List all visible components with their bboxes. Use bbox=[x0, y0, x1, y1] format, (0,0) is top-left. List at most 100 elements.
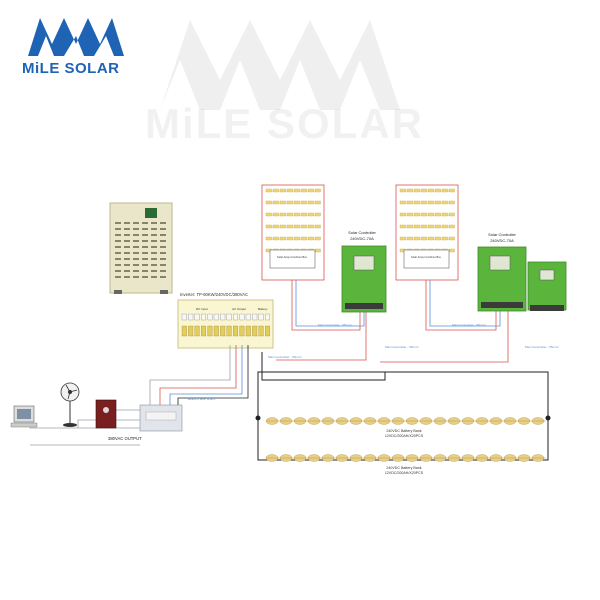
cabinet-vent bbox=[124, 252, 130, 254]
cabinet-vent bbox=[133, 246, 139, 248]
controller-2-label-line1: Solar Controller bbox=[488, 232, 516, 237]
solar-panel bbox=[300, 224, 307, 229]
solar-panel bbox=[272, 200, 279, 205]
terminal-bottom bbox=[245, 325, 251, 337]
terminal-bottom bbox=[233, 325, 238, 337]
dc-input-label: DC Input bbox=[196, 307, 208, 311]
cabinet-vent bbox=[160, 246, 166, 248]
solar-panel bbox=[441, 236, 448, 241]
cabinet-vent bbox=[142, 264, 148, 266]
cabinet-vent bbox=[124, 276, 130, 278]
solar-panel bbox=[293, 236, 300, 241]
terminal-top bbox=[207, 313, 213, 321]
solar-panel bbox=[286, 236, 293, 241]
cabinet-vent bbox=[124, 258, 130, 260]
battery-bank-1-line2: 12VDC/200AH/X20PCS bbox=[385, 434, 424, 438]
cabinet-vent bbox=[115, 252, 121, 254]
cabinet-vent bbox=[124, 270, 130, 272]
solar-panel bbox=[272, 236, 279, 241]
cabinet-vent bbox=[151, 252, 157, 254]
cabinet-vent bbox=[133, 234, 139, 236]
solar-panel bbox=[307, 224, 314, 229]
cabinet-vent bbox=[151, 228, 157, 230]
terminal-bottom bbox=[239, 325, 245, 337]
cabinet-vent bbox=[160, 264, 166, 266]
brand-name: MiLE SOLAR bbox=[22, 60, 120, 77]
combiner-label-2: Solar Array Combiner Box bbox=[411, 255, 442, 259]
cabinet-vent bbox=[115, 276, 121, 278]
solar-panel bbox=[413, 188, 420, 193]
solar-panel bbox=[406, 224, 413, 229]
solar-panel bbox=[265, 212, 272, 217]
terminal-bottom bbox=[226, 325, 232, 337]
cabinet-vent bbox=[160, 252, 166, 254]
solar-panel bbox=[427, 212, 434, 217]
terminal-bottom bbox=[252, 325, 258, 337]
terminal-bottom bbox=[181, 325, 187, 337]
solar-panel bbox=[293, 188, 300, 193]
solar-panel bbox=[300, 236, 307, 241]
terminal-bottom bbox=[207, 325, 213, 337]
cabinet-vent bbox=[142, 252, 148, 254]
solar-panel bbox=[265, 188, 272, 193]
wire-label-main-2: Main transmitter - 95mm² bbox=[385, 345, 419, 349]
cabinet-vent bbox=[151, 246, 157, 248]
solar-array-2: Solar Array Combiner Box bbox=[395, 184, 459, 281]
solar-panel bbox=[420, 224, 427, 229]
cabinet-vent bbox=[124, 222, 130, 224]
solar-panel bbox=[279, 188, 286, 193]
solar-controller-2: Solar Controller 240VDC-70A bbox=[477, 232, 567, 312]
cabinet-vent bbox=[151, 222, 157, 224]
terminal-top bbox=[239, 313, 245, 321]
terminal-top bbox=[213, 313, 219, 321]
controller-2-label-line2: 240VDC-70A bbox=[490, 238, 514, 243]
cabinet-vent bbox=[115, 222, 121, 224]
solar-panel bbox=[279, 236, 286, 241]
cabinet-vent bbox=[115, 264, 121, 266]
terminal-top bbox=[201, 313, 206, 321]
cabinet-vent bbox=[151, 270, 157, 272]
solar-panel bbox=[307, 200, 314, 205]
solar-panel bbox=[399, 200, 406, 205]
cabinet-vent bbox=[115, 240, 121, 242]
solar-panel bbox=[448, 236, 455, 241]
solar-panel bbox=[448, 188, 455, 193]
terminal-bottom bbox=[213, 325, 219, 337]
terminal-bottom bbox=[194, 325, 200, 337]
cabinet-vent bbox=[142, 276, 148, 278]
terminal-top bbox=[245, 313, 251, 321]
cabinet-vent bbox=[160, 270, 166, 272]
terminal-top bbox=[188, 313, 194, 321]
ac-output-label: AC Output bbox=[232, 307, 246, 311]
wire-label-main-4: Main transmitter - 95mm² bbox=[525, 345, 559, 349]
cabinet-vent bbox=[142, 258, 148, 260]
terminal-top bbox=[226, 313, 232, 321]
inverter-label: Inverter: TP-60KW/240VDC/380VAC bbox=[180, 292, 248, 297]
solar-panel bbox=[420, 188, 427, 193]
solar-panel bbox=[286, 212, 293, 217]
solar-panel bbox=[448, 200, 455, 205]
solar-panel bbox=[293, 212, 300, 217]
solar-panel bbox=[434, 200, 441, 205]
cabinet-vent bbox=[124, 240, 130, 242]
solar-panel bbox=[307, 236, 314, 241]
cabinet-vent bbox=[160, 276, 166, 278]
solar-panel bbox=[265, 200, 272, 205]
solar-panel bbox=[434, 188, 441, 193]
cabinet-vent bbox=[133, 240, 139, 242]
solar-panel bbox=[441, 188, 448, 193]
inverter-terminal-block: Inverter: TP-60KW/240VDC/380VAC DC Input… bbox=[177, 292, 274, 349]
cabinet-vent bbox=[151, 240, 157, 242]
appliance-icon bbox=[95, 399, 117, 429]
solar-panel bbox=[293, 224, 300, 229]
solar-panel bbox=[286, 188, 293, 193]
solar-panel bbox=[279, 200, 286, 205]
solar-array-1: Solar Array Combiner Box bbox=[261, 184, 325, 281]
solar-panel bbox=[272, 212, 279, 217]
cabinet-vent bbox=[133, 264, 139, 266]
cabinet-vent bbox=[115, 228, 121, 230]
battery-bank-2-line2: 12VDC/200AH/X20PCS bbox=[385, 471, 424, 475]
solar-panel bbox=[413, 236, 420, 241]
terminal-bottom bbox=[265, 325, 270, 337]
